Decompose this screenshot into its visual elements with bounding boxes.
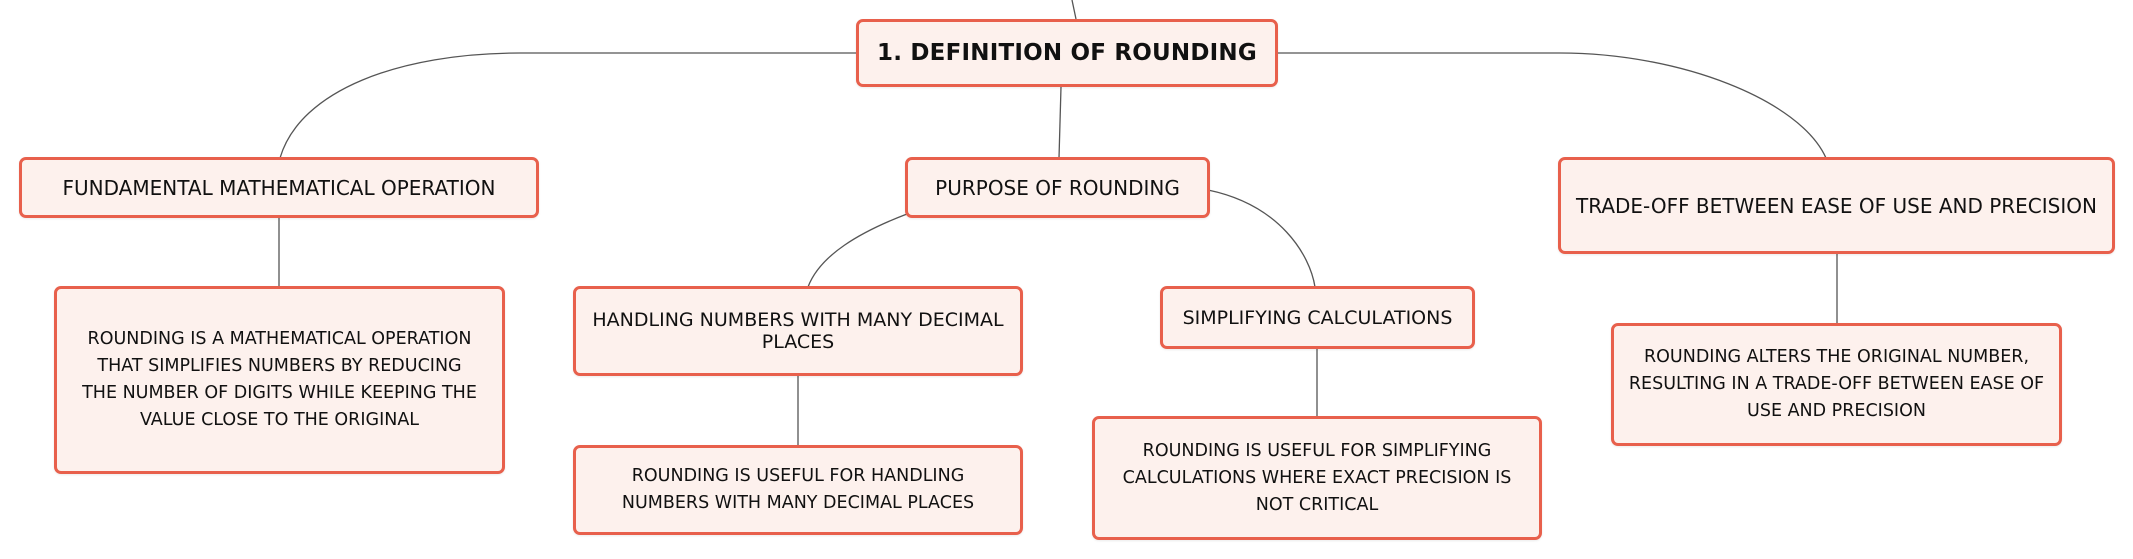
branch-node-tradeoff[interactable]: TRADE-OFF BETWEEN EASE OF USE AND PRECIS… <box>1558 157 2115 254</box>
branch-label-tradeoff: TRADE-OFF BETWEEN EASE OF USE AND PRECIS… <box>1576 193 2097 218</box>
connector-purpose-to-simplifying <box>1207 189 1316 288</box>
sub-node-decimals[interactable]: HANDLING NUMBERS WITH MANY DECIMAL PLACE… <box>573 286 1023 376</box>
branch-node-fundamental[interactable]: FUNDAMENTAL MATHEMATICAL OPERATION <box>19 157 539 218</box>
detail-node-tradeoff[interactable]: ROUNDING ALTERS THE ORIGINAL NUMBER, RES… <box>1611 323 2062 446</box>
detail-text-tradeoff: ROUNDING ALTERS THE ORIGINAL NUMBER, RES… <box>1628 347 2045 421</box>
connector-purpose-to-decimals <box>807 213 908 288</box>
detail-text-decimals: ROUNDING IS USEFUL FOR HANDLING NUMBERS … <box>621 466 975 513</box>
detail-text-fundamental: ROUNDING IS A MATHEMATICAL OPERATION THA… <box>82 329 477 430</box>
connector-root-to-purpose <box>1058 86 1062 159</box>
detail-node-decimals[interactable]: ROUNDING IS USEFUL FOR HANDLING NUMBERS … <box>573 445 1023 535</box>
branch-label-fundamental: FUNDAMENTAL MATHEMATICAL OPERATION <box>62 175 496 200</box>
connector-root-parent <box>1071 0 1077 20</box>
sub-label-simplifying: SIMPLIFYING CALCULATIONS <box>1182 306 1453 329</box>
root-label: 1. DEFINITION OF ROUNDING <box>877 40 1257 66</box>
branch-label-purpose: PURPOSE OF ROUNDING <box>935 175 1180 200</box>
detail-node-fundamental[interactable]: ROUNDING IS A MATHEMATICAL OPERATION THA… <box>54 286 505 474</box>
connector-root-to-fundamental <box>279 52 857 159</box>
sub-label-decimals: HANDLING NUMBERS WITH MANY DECIMAL PLACE… <box>592 309 1004 353</box>
connector-root-to-tradeoff <box>1277 52 1827 159</box>
detail-node-simplifying[interactable]: ROUNDING IS USEFUL FOR SIMPLIFYING CALCU… <box>1092 416 1542 540</box>
branch-node-purpose[interactable]: PURPOSE OF ROUNDING <box>905 157 1210 218</box>
detail-text-simplifying: ROUNDING IS USEFUL FOR SIMPLIFYING CALCU… <box>1122 440 1512 515</box>
root-node[interactable]: 1. DEFINITION OF ROUNDING <box>856 19 1278 87</box>
sub-node-simplifying[interactable]: SIMPLIFYING CALCULATIONS <box>1160 286 1475 349</box>
